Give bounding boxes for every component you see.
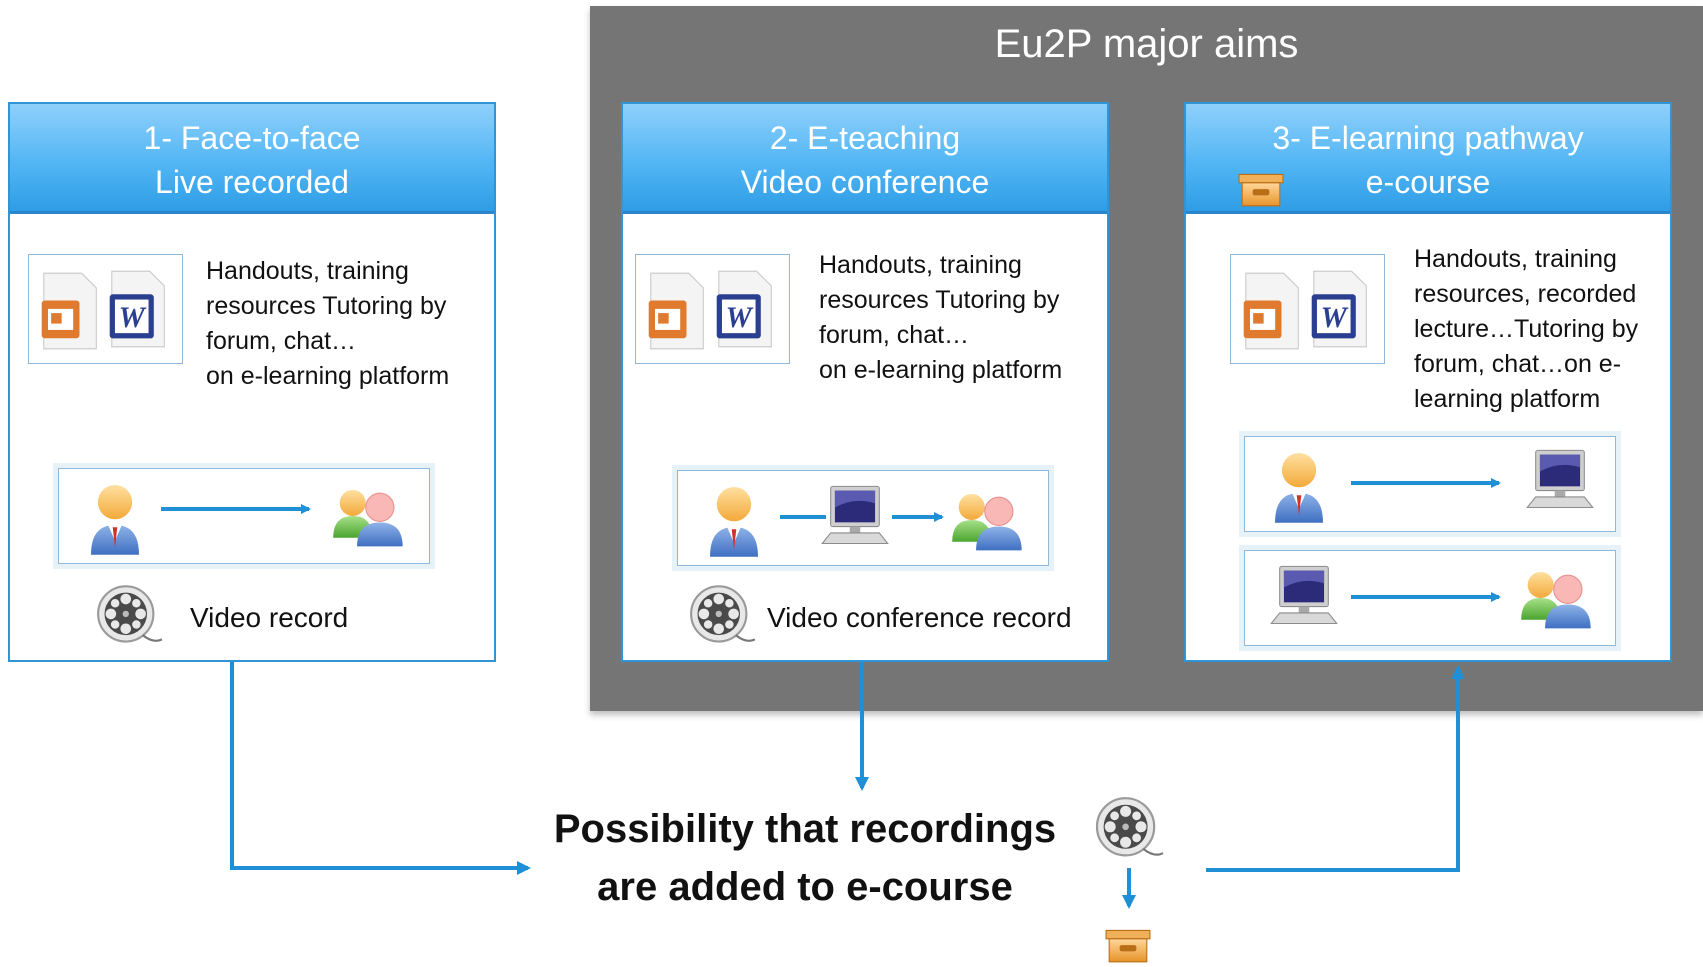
card-description: Handouts, training resources Tutoring by… — [819, 251, 1063, 384]
film-reel-icon — [1094, 796, 1166, 862]
flow-arrow — [1351, 592, 1501, 602]
card-title-line2: Video conference — [740, 164, 990, 200]
card-face-to-face: 1- Face-to-face Live recorded Handouts, … — [8, 102, 496, 662]
card-caption: Video record — [190, 602, 349, 633]
card-e-teaching: 2- E-teaching Video conference Handouts,… — [621, 102, 1109, 662]
flow-arrow — [892, 512, 944, 522]
card-title-line1: 3- E-learning pathway — [1272, 120, 1584, 156]
arrow-face-to-face-to-recordings — [230, 662, 531, 875]
card-title-line2: Live recorded — [155, 164, 349, 200]
flow-arrow — [161, 504, 311, 514]
card-title-line1: 1- Face-to-face — [143, 120, 361, 156]
card-e-teaching-header: 2- E-teaching Video conference — [623, 104, 1107, 214]
card-description: Handouts, training resources, recorded l… — [1414, 245, 1639, 413]
flow-teacher-computer-students — [677, 470, 1049, 566]
card-title-line2: e-course — [1365, 164, 1491, 200]
card-face-to-face-header: 1- Face-to-face Live recorded — [10, 104, 494, 214]
flow-arrow — [1351, 478, 1501, 488]
possibility-text: Possibility that recordings are added to… — [553, 807, 1057, 909]
major-aims-title: Eu2P major aims — [994, 22, 1299, 66]
flow-arrow — [780, 515, 826, 519]
flow-computer-to-students — [1244, 550, 1616, 646]
package-box-icon — [1100, 920, 1156, 966]
card-description: Handouts, training resources Tutoring by… — [206, 257, 450, 390]
flow-teacher-to-computer — [1244, 436, 1616, 532]
card-caption: Video conference record — [767, 602, 1072, 633]
card-title-line1: 2- E-teaching — [769, 120, 961, 156]
flow-teacher-to-students — [58, 468, 430, 564]
documents-box — [635, 254, 790, 364]
documents-box — [28, 254, 183, 364]
documents-box — [1230, 254, 1385, 364]
arrow-recordings-to-e-course — [1206, 665, 1465, 872]
card-e-learning-pathway: 3- E-learning pathway e-course Handouts,… — [1184, 102, 1672, 662]
